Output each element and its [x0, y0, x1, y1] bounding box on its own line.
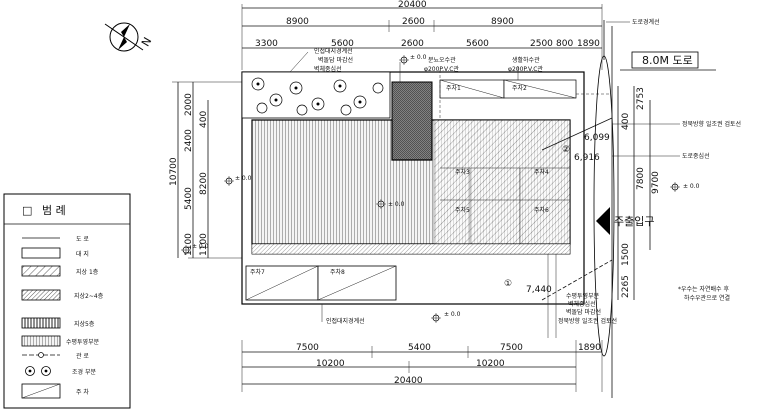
circle-1: ① — [504, 279, 512, 289]
dim-bottom-r1-1: 5400 — [408, 343, 431, 353]
dim-bottom-total: 20400 — [394, 376, 423, 386]
dim-left-3: 1100 — [184, 233, 194, 256]
dim-top-r2-4: 2500 — [530, 39, 553, 49]
dim-top-r2-1: 5600 — [331, 39, 354, 49]
level-center: ± 0.0 — [388, 201, 405, 208]
top-callouts: 인접대지경계선 벽돌담 마감선 벽체중심선 분뇨오수관 φ200P.V.C관 생… — [289, 47, 543, 73]
dim-left-0: 2000 — [184, 93, 194, 116]
parking-label-8: 주차8 — [330, 268, 345, 276]
left-dimensions: 10700 2000 2400 5400 1100 400 8200 1100 — [169, 81, 242, 259]
core-5f — [391, 81, 433, 161]
dim-bottom-r2-1: 10200 — [476, 359, 505, 369]
dim-right-4: 1500 — [621, 243, 631, 266]
label-north-setback: 정북방향 일조권 검토선 — [558, 317, 617, 325]
legend-label-4: 지상5층 — [74, 320, 95, 328]
level-3: ± 0.0 — [683, 183, 700, 190]
legend-title-box: □ — [22, 204, 32, 217]
label-road: 8.0M 도로 — [642, 54, 693, 67]
dim-top-total: 20400 — [398, 0, 427, 10]
label-rain-pipe-size: φ200P.V.C관 — [424, 65, 459, 73]
dim-top-r2-0: 3300 — [255, 39, 278, 49]
parking-label-4: 주차4 — [534, 168, 549, 176]
parking-label-6: 주차6 — [534, 206, 549, 214]
road-label-box — [631, 51, 699, 69]
label-water-pipe-size: φ200P.V.C관 — [508, 65, 543, 73]
dim-left-in-1: 8200 — [199, 172, 209, 195]
dim-top-r1-1: 2600 — [402, 17, 425, 27]
dim-left-in-0: 400 — [199, 111, 209, 128]
legend-label-7: 조경 부분 — [72, 369, 96, 376]
legend-label-6: 관 로 — [76, 352, 89, 360]
dim-right-0: 2753 — [636, 87, 646, 110]
parking-label-3: 주차3 — [455, 168, 470, 176]
label-wall-center: 벽체중심선 — [568, 300, 596, 308]
level-1: ± 0.0 — [235, 175, 252, 182]
level-4: ± 0.0 — [444, 311, 461, 318]
dim-left-outer: 10700 — [169, 157, 179, 186]
north-arrow: N — [104, 22, 154, 52]
legend: □ 범 례 도 로 대 지 지상 1층 지상2~4층 지상5층 수평투영부분 관… — [3, 193, 131, 409]
diag-1: 6,099 — [584, 133, 610, 143]
dim-right-1: 400 — [621, 113, 631, 130]
label-setback: 정북방향 일조권 검토선 — [682, 120, 741, 128]
dim-bottom-r1-0: 7500 — [296, 343, 319, 353]
label-rain-pipe: 분뇨오수관 — [428, 56, 456, 64]
label-building-line: 벽체중심선 — [314, 65, 342, 73]
top-dimensions: 20400 8900 2600 8900 3300 5600 2600 5600… — [241, 0, 603, 70]
north-letter: N — [139, 35, 154, 49]
legend-label-8: 주 차 — [76, 388, 89, 396]
diag-3: 7,440 — [526, 285, 552, 295]
dim-top-r2-2: 2600 — [401, 39, 424, 49]
legend-label-2: 지상 1층 — [76, 268, 99, 276]
level-2: ± 0.0 — [410, 54, 427, 61]
dim-top-r2-5: 800 — [556, 39, 573, 49]
label-fence-top: 벽돌담 마감선 — [318, 56, 353, 64]
legend-label-0: 도 로 — [76, 236, 89, 243]
parking-label-7: 주차7 — [250, 268, 265, 276]
site: 주차1 주차2 주차3 주차4 주차5 주차6 주차7 주차8 — [241, 62, 613, 305]
label-water-pipe: 생활하수관 — [512, 56, 540, 64]
label-inner-boundary: 인접대지경계선 — [314, 47, 353, 55]
dim-bottom-r2-0: 10200 — [316, 359, 345, 369]
dim-left-1: 2400 — [184, 129, 194, 152]
label-entrance: 주출입구 — [614, 215, 654, 228]
dim-left-2: 5400 — [184, 187, 194, 210]
dim-right-2: 7800 — [636, 167, 646, 190]
road-area: 도로경계선 8.0M 도로 2753 400 7800 9700 1500 22… — [504, 18, 741, 398]
label-road-boundary: 도로경계선 — [632, 18, 660, 26]
entrance-arrow-icon — [596, 207, 610, 235]
circle-2: ② — [562, 145, 570, 155]
drain-note-1: *우수는 자연배수 후 — [678, 285, 729, 293]
label-road-center: 도로중심선 — [682, 152, 710, 160]
dim-bottom-r1-3: 1890 — [578, 343, 601, 353]
label-fence-finish: 벽돌담 마감선 — [566, 308, 601, 316]
dim-top-r2-6: 1890 — [577, 39, 600, 49]
bottom-dimensions: 7500 5400 7500 1890 10200 10200 20400 — [241, 340, 603, 392]
parking-label-5: 주차5 — [455, 206, 470, 214]
label-drain-area: 수평투영부분 — [566, 292, 600, 300]
dim-top-r1-2: 8900 — [491, 17, 514, 27]
legend-label-5: 수평투영부분 — [66, 338, 100, 346]
dim-right-5: 2265 — [621, 275, 631, 298]
projection-area — [433, 119, 571, 245]
label-bottom-boundary: 인접대지경계선 — [326, 317, 365, 325]
dim-right-3: 9700 — [651, 171, 661, 194]
bottom-callouts: 인접대지경계선 수평투영부분 벽체중심선 벽돌담 마감선 정북방향 일조권 검토… — [321, 254, 617, 338]
legend-title: 범 례 — [42, 204, 66, 217]
dim-bottom-r1-2: 7500 — [500, 343, 523, 353]
dim-left-in-2: 1100 — [199, 233, 209, 256]
legend-label-1: 대 지 — [76, 250, 89, 258]
drain-note-2: 하수우관으로 연결 — [684, 294, 730, 302]
parking-label-2: 주차2 — [512, 84, 527, 92]
diag-2: 6,916 — [574, 153, 600, 163]
level-5: ± 0.0 — [192, 243, 209, 250]
dim-top-r2-3: 5600 — [466, 39, 489, 49]
legend-label-3: 지상2~4층 — [74, 292, 104, 300]
parking-label-1: 주차1 — [446, 84, 461, 92]
dim-top-r1-0: 8900 — [286, 17, 309, 27]
level-marks: ± 0.0 ± 0.0 ± 0.0 ± 0.0 ± 0.0 ± 0.0 — [181, 54, 700, 323]
